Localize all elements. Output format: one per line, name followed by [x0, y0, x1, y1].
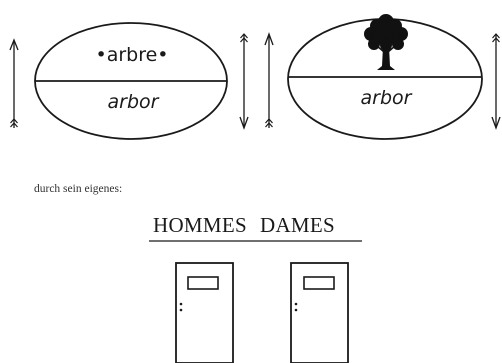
- label-dames: DAMES: [260, 213, 335, 237]
- caption-text: durch sein eigenes:: [34, 183, 122, 195]
- down-arrow-right: [492, 34, 500, 128]
- door-left-knob: [180, 303, 183, 306]
- left-signifie-text: •arbre•: [95, 44, 168, 66]
- up-arrow-left: [10, 40, 18, 128]
- door-right: [291, 263, 348, 363]
- door-left: [176, 263, 233, 363]
- left-signifiant-text: arbor: [108, 91, 160, 113]
- right-signifiant-text: arbor: [361, 87, 413, 109]
- label-hommes: HOMMES: [153, 213, 247, 237]
- left-sign: •arbre• arbor: [35, 23, 227, 139]
- door-left-frame: [176, 263, 233, 363]
- door-right-window: [304, 277, 334, 289]
- door-right-knob: [295, 303, 298, 306]
- down-arrow-left: [240, 34, 248, 128]
- up-arrow-right: [265, 34, 273, 128]
- door-labels: HOMMES DAMES: [153, 213, 335, 238]
- door-left-window: [188, 277, 218, 289]
- door-right-frame: [291, 263, 348, 363]
- tree-icon: [364, 14, 408, 70]
- right-sign: arbor: [288, 14, 482, 139]
